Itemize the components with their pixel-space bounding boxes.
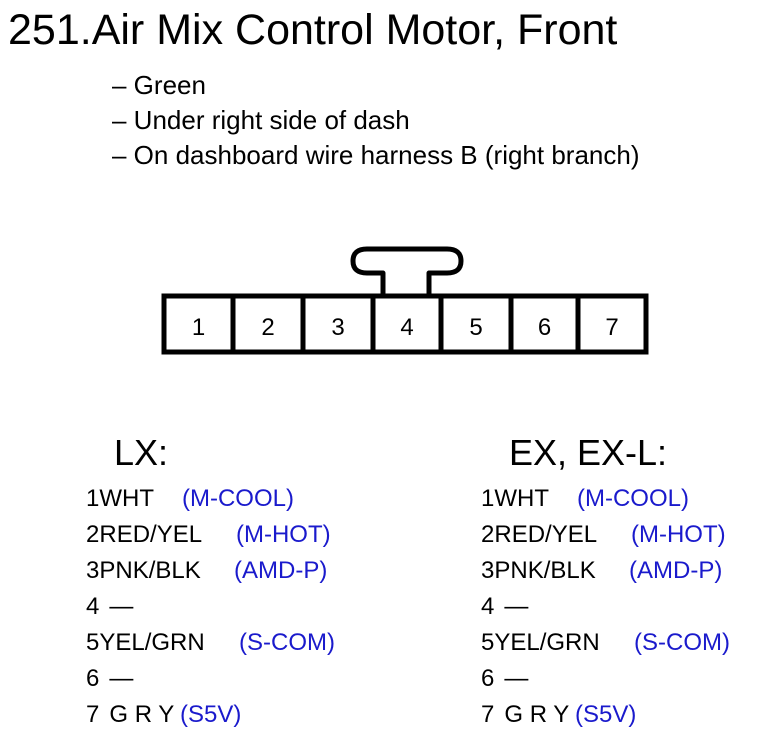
wire-color: WHT xyxy=(494,485,550,512)
note-color: – Green xyxy=(112,70,206,100)
pin-row: 1WHT (M-COOL) xyxy=(86,485,294,521)
pin-row: 7 G R Y(S5V) xyxy=(86,701,241,737)
wire-color: G R Y xyxy=(504,701,570,728)
wire-color: PNK/BLK xyxy=(494,557,596,584)
note-harness: – On dashboard wire harness B (right bra… xyxy=(112,140,640,170)
connector-housing xyxy=(161,293,649,355)
pin-number: 7 xyxy=(481,701,495,728)
signal-name: (AMD-P) xyxy=(629,557,723,584)
lx-header: LX: xyxy=(114,432,169,473)
notes-list: – Green – Under right side of dash – On … xyxy=(112,68,640,173)
wire-color: RED/YEL xyxy=(99,521,203,548)
signal-name: (AMD-P) xyxy=(234,557,328,584)
pin-row: 1WHT (M-COOL) xyxy=(481,485,689,521)
signal-name: (S5V) xyxy=(575,701,637,728)
pin-row: 7 G R Y(S5V) xyxy=(481,701,636,737)
connector-pin-label: 7 xyxy=(605,314,618,341)
pin-row: 3PNK/BLK (AMD-P) xyxy=(86,557,327,593)
page-title: 251.Air Mix Control Motor, Front xyxy=(8,6,618,54)
pin-number: 1 xyxy=(481,485,495,512)
pin-row: 2RED/YEL (M-HOT) xyxy=(481,521,726,557)
pin-number: 4 xyxy=(86,593,100,620)
connector-pin-label: 6 xyxy=(538,314,551,341)
pin-number: 4 xyxy=(481,593,495,620)
pin-number: 6 xyxy=(481,665,495,692)
signal-name: (M-HOT) xyxy=(631,521,726,548)
pin-number: 7 xyxy=(86,701,100,728)
pin-number: 3 xyxy=(86,557,100,584)
pin-row: 4— xyxy=(86,593,205,629)
connector-pin-label: 5 xyxy=(469,314,482,341)
pin-number: 5 xyxy=(481,629,495,656)
wire-color: — xyxy=(504,665,529,692)
lx-column: LX: 1WHT (M-COOL) 2RED/YEL (M-HOT) 3PNK/BLK (… xyxy=(86,432,335,729)
wire-color: PNK/BLK xyxy=(99,557,201,584)
wire-color: — xyxy=(504,593,529,620)
signal-name: (M-COOL) xyxy=(577,485,689,512)
pin-row: 3PNK/BLK (AMD-P) xyxy=(481,557,722,593)
signal-name: (S-COM) xyxy=(239,629,335,656)
pin-row: 4— xyxy=(481,593,600,629)
signal-name: (M-HOT) xyxy=(236,521,331,548)
connector-pin-label: 2 xyxy=(261,314,274,341)
ex-header: EX, EX-L: xyxy=(509,432,668,473)
pin-number: 3 xyxy=(481,557,495,584)
pin-row: 5YEL/GRN (S-COM) xyxy=(481,629,730,665)
pin-number: 2 xyxy=(86,521,100,548)
connector-latch xyxy=(350,246,464,297)
wire-color: — xyxy=(109,665,134,692)
signal-name: (S-COM) xyxy=(634,629,730,656)
pin-number: 5 xyxy=(86,629,100,656)
pin-number: 1 xyxy=(86,485,100,512)
pin-number: 6 xyxy=(86,665,100,692)
connector-pin-label: 3 xyxy=(331,314,344,341)
pin-row: 5YEL/GRN (S-COM) xyxy=(86,629,335,665)
signal-name: (S5V) xyxy=(180,701,242,728)
connector-pin-label: 4 xyxy=(400,314,413,341)
wire-color: YEL/GRN xyxy=(494,629,600,656)
connector-pin-label: 1 xyxy=(192,314,205,341)
pin-row: 6— xyxy=(481,665,600,701)
wire-color: — xyxy=(109,593,134,620)
signal-name: (M-COOL) xyxy=(182,485,294,512)
ex-column: EX, EX-L: 1WHT (M-COOL) 2RED/YEL (M-HOT) 3PN… xyxy=(481,432,730,729)
pin-row: 2RED/YEL (M-HOT) xyxy=(86,521,331,557)
wire-color: RED/YEL xyxy=(494,521,598,548)
pin-row: 6— xyxy=(86,665,205,701)
note-location: – Under right side of dash xyxy=(112,105,410,135)
wire-color: WHT xyxy=(99,485,155,512)
pin-number: 2 xyxy=(481,521,495,548)
wire-color: G R Y xyxy=(109,701,175,728)
wire-color: YEL/GRN xyxy=(99,629,205,656)
